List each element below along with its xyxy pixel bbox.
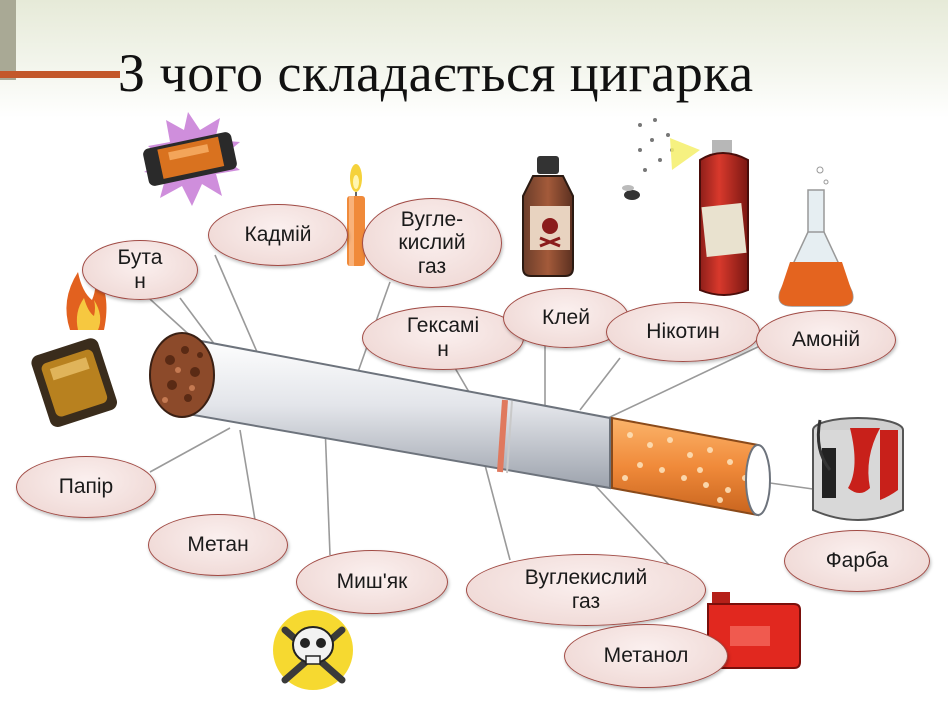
title-accent-line: [0, 71, 120, 78]
label-methanol: Метанол: [564, 624, 728, 688]
label-paint: Фарба: [784, 530, 930, 592]
label-hexamine: Гексамі н: [362, 306, 524, 370]
lighter-icon: [31, 270, 118, 428]
label-methane: Метан: [148, 514, 288, 576]
skull-icon: [273, 610, 353, 690]
battery-icon: [143, 112, 240, 206]
candle-icon: [347, 164, 365, 266]
title-band: [0, 0, 948, 118]
spray-can-icon: [622, 118, 749, 296]
label-arsenic: Миш'як: [296, 550, 448, 614]
flask-icon: [778, 166, 854, 307]
slide-title: З чого складається цигарка: [118, 43, 754, 103]
label-nicotine: Нікотин: [606, 302, 760, 362]
label-butane: Бута н: [82, 240, 198, 300]
label-ammonium: Амоній: [756, 310, 896, 370]
paint-can-icon: [812, 417, 904, 521]
label-carbon-dioxide-bottom: Вуглекислий газ: [466, 554, 706, 626]
cigarette: [149, 332, 771, 517]
label-cadmium: Кадмій: [208, 204, 348, 266]
label-paper: Папір: [16, 456, 156, 518]
left-accent-bar: [0, 0, 16, 80]
poison-bottle-icon: [522, 156, 574, 277]
label-carbon-dioxide-top: Вугле- кислий газ: [362, 198, 502, 288]
